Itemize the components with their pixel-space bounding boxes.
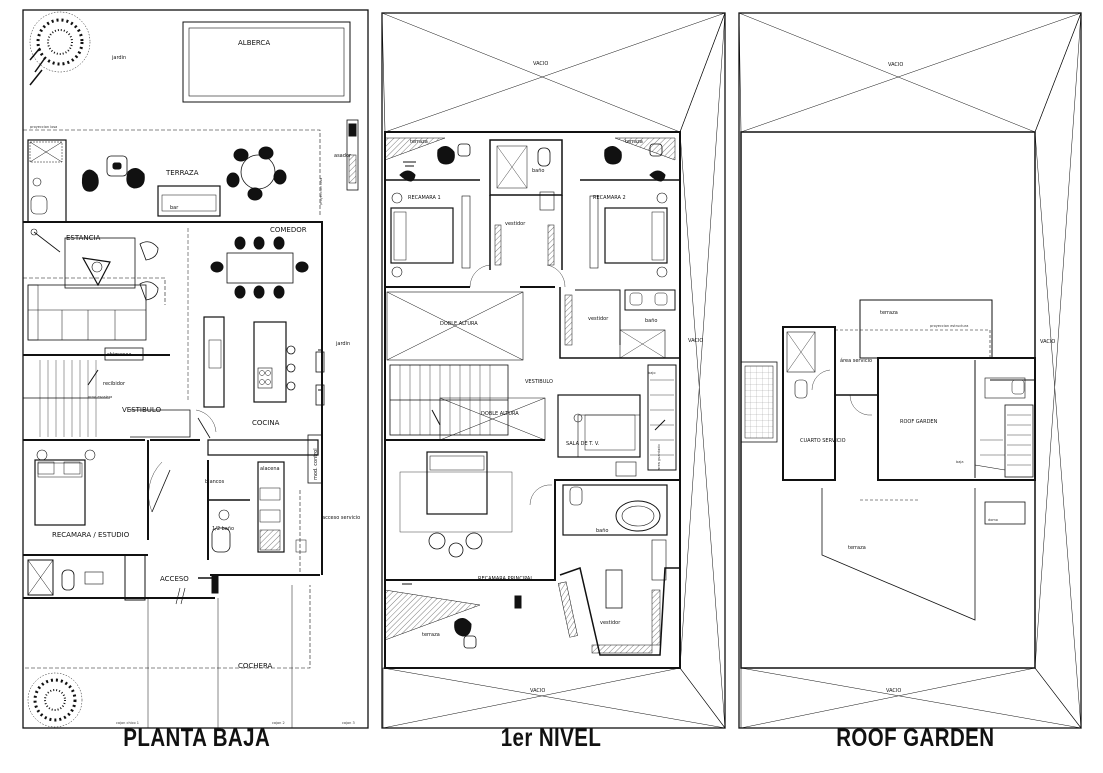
bed-principal: [426, 451, 488, 515]
label-medio-bano: 1/2 baño: [212, 526, 234, 532]
label-vacio-top-roof: VACIO: [888, 62, 903, 68]
label-comedor: COMEDOR: [270, 226, 307, 234]
bed-ground: [34, 459, 86, 526]
label-bano-2: baño: [645, 318, 657, 324]
label-domo: domo: [988, 518, 998, 522]
label-recamara-2: RECAMARA 2: [593, 195, 626, 201]
label-bano-3: baño: [596, 528, 608, 534]
panel-frame: [738, 12, 1082, 729]
label-bajo: bajo: [648, 371, 655, 375]
label-terraza-left: terraza: [410, 139, 428, 145]
label-terraza: TERRAZA: [165, 169, 199, 177]
label-proy-escalera: proy. escalera: [88, 395, 112, 399]
label-jardin: jardin: [111, 55, 126, 61]
grill: [346, 119, 359, 191]
label-cocina: COCINA: [252, 419, 280, 427]
title-roof-garden: ROOF GARDEN: [836, 724, 995, 752]
label-baja-roof: baja: [956, 460, 963, 464]
panel-planta-baja-labels: jardin ALBERCA asador TERRAZA bar ESTANC…: [30, 39, 360, 725]
title-primer-nivel: 1er NIVEL: [500, 724, 602, 752]
label-cajon-2: cajon 2: [272, 721, 285, 725]
label-alberca: ALBERCA: [238, 39, 270, 47]
label-proy-estructura: proyeccion estructura: [930, 324, 968, 328]
label-area-servicio: área servicio: [840, 357, 872, 364]
label-cochera: COCHERA: [238, 662, 273, 670]
label-recamara-estudio: RECAMARA / ESTUDIO: [52, 531, 130, 539]
label-terraza-bottom-roof: terraza: [848, 545, 866, 551]
label-vacio-bottom: VACIO: [530, 688, 545, 694]
label-cuarto-servicio: CUARTO SERVICIO: [800, 438, 846, 444]
panel-frame: [22, 9, 369, 729]
label-proyeccion-losa: proyeccion losa: [30, 125, 57, 129]
pool: [182, 21, 351, 103]
panel-roof-garden-labels: VACIO terraza área servicio VACIO ROOF G…: [800, 62, 1055, 694]
tree-bottom-left: [27, 672, 83, 728]
tree-top-left: [29, 11, 91, 86]
label-terraza-bottom: terraza: [422, 632, 440, 638]
label-blancos: blancos: [205, 479, 225, 485]
bed-recamara-2: [604, 207, 668, 264]
label-acceso: ACCESO: [160, 575, 189, 583]
label-bar: bar: [170, 205, 179, 211]
label-acceso-servicio: acceso servicio: [322, 515, 360, 521]
label-vestidor-2: vestidor: [588, 316, 609, 322]
label-roof-garden: ROOF GARDEN: [900, 419, 938, 425]
label-recamara-principal: RECAMARA PRINCIPAL: [478, 576, 533, 582]
label-vacio-right-roof: VACIO: [1040, 339, 1055, 345]
panel-primer-nivel: [381, 12, 726, 729]
label-recamara-1: RECAMARA 1: [408, 195, 441, 201]
label-vestidor-3: vestidor: [600, 620, 621, 626]
panel-planta-baja: [22, 9, 369, 729]
label-doble-altura-1: DOBLE ALTURA: [440, 321, 478, 327]
label-vacio-right: VACIO: [688, 338, 703, 344]
label-vestibulo: VESTIBULO: [122, 406, 162, 414]
title-planta-baja: PLANTA BAJA: [123, 724, 271, 752]
pool-inner: [188, 27, 345, 97]
tv-room-sofa: [557, 394, 641, 458]
label-proyeccion-losa-vertical: proyeccion losa: [319, 178, 323, 205]
panel-roof-garden: [738, 12, 1082, 729]
panel-primer-nivel-labels: VACIO terraza terraza baño RECAMARA 1 RE…: [408, 61, 703, 694]
label-doble-altura-2: DOBLE ALTURA: [481, 411, 519, 417]
label-vacio-top: VACIO: [533, 61, 548, 67]
label-estancia: ESTANCIA: [66, 234, 101, 242]
label-terraza-top-roof: terraza: [880, 310, 898, 316]
kitchen-island: [253, 321, 287, 403]
label-bano-1: baño: [532, 168, 544, 174]
label-sala-tv: SALA DE T. V.: [566, 441, 600, 447]
label-area-guardado: area guardado: [657, 444, 661, 470]
bed-recamara-1: [390, 207, 454, 264]
label-mod-control: mod. control: [313, 448, 319, 480]
label-cajon-3: cajon 3: [342, 721, 355, 725]
label-alacena: alacena: [260, 466, 280, 472]
dining-table: [226, 252, 294, 284]
label-asador: asador: [334, 153, 352, 159]
label-terraza-right: terraza: [625, 139, 643, 145]
label-vacio-bottom-roof: VACIO: [886, 688, 901, 694]
label-recibidor: recibidor: [103, 381, 126, 387]
label-vestibulo: VESTIBULO: [525, 379, 553, 385]
terrace-furniture: [81, 146, 287, 201]
label-chimenea: chimenea: [107, 352, 132, 358]
label-vestidor-1: vestidor: [505, 221, 526, 227]
label-jardin-right: jardin: [335, 341, 350, 347]
bar: [157, 185, 221, 217]
label-cajon-chico: cajon chico 1: [116, 721, 139, 725]
